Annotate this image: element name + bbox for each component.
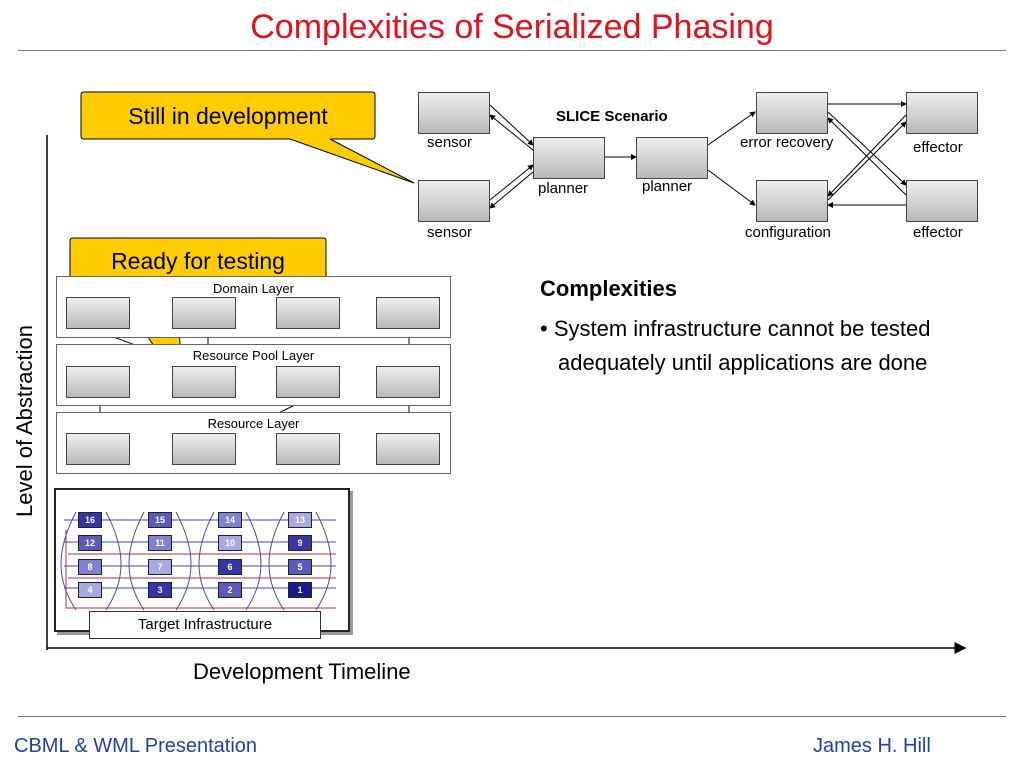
x-axis-label: Development Timeline xyxy=(193,659,411,684)
cluster-node: 13 xyxy=(288,512,312,528)
resource-pool-layer-title: Resource Pool Layer xyxy=(192,348,315,363)
error-recovery-label: error recovery xyxy=(740,134,834,151)
slice-scenario-title: SLICE Scenario xyxy=(556,108,668,125)
resource-component xyxy=(172,433,236,465)
callout-ready-for-testing: Ready for testing xyxy=(111,248,285,274)
domain-component xyxy=(276,297,340,329)
effector-bottom-box xyxy=(906,180,978,222)
effector-top-label: effector xyxy=(913,139,963,156)
resource-pool-component xyxy=(66,366,130,398)
effector-top-box xyxy=(906,92,978,134)
target-infrastructure-label: Target Infrastructure xyxy=(89,611,321,639)
cluster-node: 2 xyxy=(218,582,242,598)
sensor-top-label: sensor xyxy=(427,134,473,151)
cluster-node: 11 xyxy=(148,535,172,551)
callout-still-in-development-shape xyxy=(80,91,415,184)
callout-still-in-development: Still in development xyxy=(128,103,328,129)
domain-component xyxy=(66,297,130,329)
y-axis-label: Level of Abstraction xyxy=(12,324,37,517)
planner-1-box xyxy=(533,137,605,179)
cluster-node: 1 xyxy=(288,582,312,598)
cluster-node: 3 xyxy=(148,582,172,598)
effector-bottom-label: effector xyxy=(913,224,963,241)
resource-component xyxy=(276,433,340,465)
cluster-node: 9 xyxy=(288,535,312,551)
footer-rule xyxy=(18,716,1006,717)
resource-layer-title: Resource Layer xyxy=(207,416,300,431)
domain-layer-title: Domain Layer xyxy=(213,281,294,296)
sensor-bottom-box xyxy=(418,180,490,222)
resource-component xyxy=(376,433,440,465)
error-recovery-box xyxy=(756,92,828,134)
planner-1-label: planner xyxy=(538,180,589,197)
resource-component xyxy=(66,433,130,465)
cluster-node: 5 xyxy=(288,559,312,575)
title-rule xyxy=(18,50,1006,51)
cluster-node: 12 xyxy=(78,535,102,551)
cluster-node: 7 xyxy=(148,559,172,575)
sensor-bottom-label: sensor xyxy=(427,224,473,241)
footer-left: CBML & WML Presentation xyxy=(14,735,258,757)
cluster-node: 15 xyxy=(148,512,172,528)
cluster-node: 14 xyxy=(218,512,242,528)
resource-pool-component xyxy=(172,366,236,398)
footer-right: James H. Hill xyxy=(813,735,931,757)
planner-2-box xyxy=(636,137,708,179)
cluster-node: 4 xyxy=(78,582,102,598)
domain-component xyxy=(172,297,236,329)
sensor-top-box xyxy=(418,92,490,134)
resource-pool-component xyxy=(276,366,340,398)
configuration-box xyxy=(756,180,828,222)
configuration-label: configuration xyxy=(745,224,831,241)
planner-2-label: planner xyxy=(642,178,693,195)
cluster-node: 6 xyxy=(218,559,242,575)
cluster-node: 16 xyxy=(78,512,102,528)
slide-title: Complexities of Serialized Phasing xyxy=(250,8,774,46)
target-infrastructure-panel: 16 15 14 13 12 11 10 9 8 7 6 5 4 3 2 1 xyxy=(54,488,350,632)
domain-component xyxy=(376,297,440,329)
complexities-heading: Complexities xyxy=(540,276,677,301)
cluster-node: 8 xyxy=(78,559,102,575)
complexities-bullet: • System infrastructure cannot be tested… xyxy=(540,316,931,375)
cluster-node: 10 xyxy=(218,535,242,551)
resource-pool-component xyxy=(376,366,440,398)
